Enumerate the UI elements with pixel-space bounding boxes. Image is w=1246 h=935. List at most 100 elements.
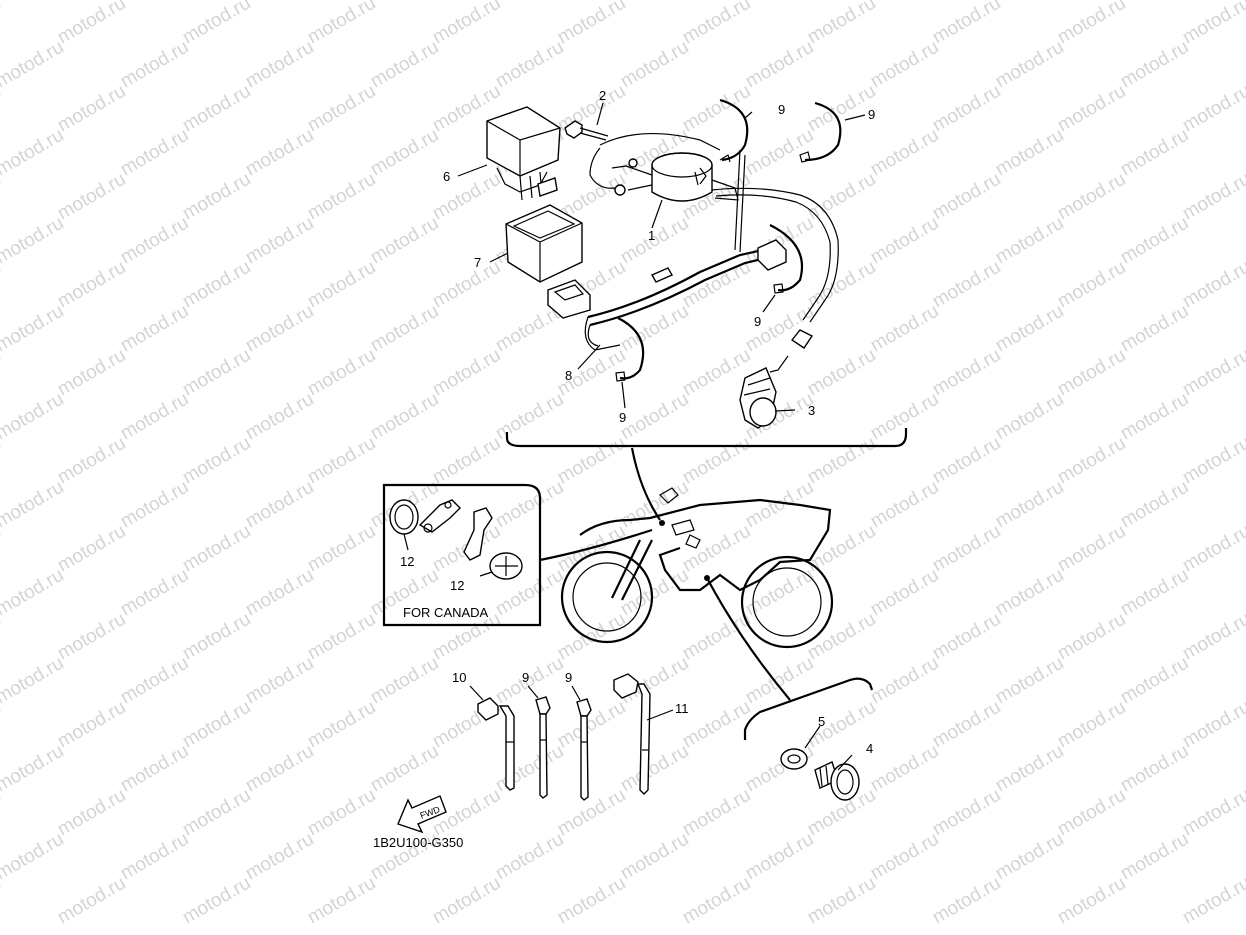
watermark-text: motod.ru	[929, 433, 1004, 489]
watermark-text: motod.ru	[1054, 433, 1129, 489]
watermark-text: motod.ru	[54, 81, 129, 137]
callout-3: 3	[808, 403, 815, 418]
clamp-band	[719, 98, 749, 162]
watermark-text: motod.ru	[867, 829, 942, 885]
watermark-text: motod.ru	[0, 0, 67, 4]
watermark-text: motod.ru	[1117, 829, 1192, 885]
watermark-text: motod.ru	[1054, 345, 1129, 401]
watermark-text: motod.ru	[1117, 301, 1192, 357]
watermark-text: motod.ru	[54, 433, 129, 489]
watermark-text: motod.ru	[554, 609, 629, 665]
watermark-text: motod.ru	[867, 125, 942, 181]
watermark-text: motod.ru	[304, 169, 379, 225]
watermark-text: motod.ru	[304, 785, 379, 841]
coil-wire	[599, 132, 721, 151]
watermark-text: motod.ru	[929, 873, 1004, 929]
callout-10: 10	[452, 670, 466, 685]
watermark-text: motod.ru	[242, 741, 317, 797]
watermark-text: motod.ru	[1117, 0, 1192, 4]
watermark-text: motod.ru	[929, 345, 1004, 401]
watermark-text: motod.ru	[929, 697, 1004, 753]
watermark-text: motod.ru	[304, 521, 379, 577]
watermark-text: motod.ru	[1054, 873, 1129, 929]
inset-label: FOR CANADA	[403, 605, 489, 620]
callout-9e: 9	[522, 670, 529, 685]
callout-6: 6	[443, 169, 450, 184]
watermark-text: motod.ru	[867, 565, 942, 621]
callout-5: 5	[818, 714, 825, 729]
watermark-text: motod.ru	[117, 213, 192, 269]
watermark-text: motod.ru	[304, 609, 379, 665]
cable-tie-9a	[535, 696, 551, 799]
watermark-text: motod.ru	[992, 0, 1067, 4]
watermark-text: motod.ru	[1179, 609, 1246, 665]
frame-bolt	[814, 761, 860, 801]
watermark-text: motod.ru	[867, 653, 942, 709]
watermark-text: motod.ru	[867, 37, 942, 93]
watermark-text: motod.ru	[617, 829, 692, 885]
watermark-text: motod.ru	[929, 81, 1004, 137]
watermark-text: motod.ru	[1117, 37, 1192, 93]
watermark-text: motod.ru	[929, 521, 1004, 577]
bolt	[564, 120, 609, 141]
watermark-text: motod.ru	[679, 873, 754, 929]
watermark-text: motod.ru	[679, 697, 754, 753]
watermark-text: motod.ru	[117, 477, 192, 533]
watermark-text: motod.ru	[1054, 169, 1129, 225]
watermark-text: motod.ru	[179, 433, 254, 489]
watermark-text: motod.ru	[429, 873, 504, 929]
watermark-text: motod.ru	[54, 697, 129, 753]
watermark-text: motod.ru	[54, 873, 129, 929]
watermark-text: motod.ru	[492, 389, 567, 445]
wire-harness	[547, 149, 787, 351]
watermark-text: motod.ru	[0, 125, 67, 181]
watermark-text: motod.ru	[179, 257, 254, 313]
watermark-text: motod.ru	[304, 81, 379, 137]
watermark-text: motod.ru	[492, 37, 567, 93]
callout-4: 4	[866, 741, 873, 756]
watermark-text: motod.ru	[179, 873, 254, 929]
callout-9d: 9	[619, 410, 626, 425]
watermark-text: motod.ru	[992, 829, 1067, 885]
watermark-text: motod.ru	[929, 609, 1004, 665]
watermark-text: motod.ru	[867, 301, 942, 357]
watermark-text: motod.ru	[429, 433, 504, 489]
watermark-text: motod.ru	[117, 565, 192, 621]
watermark-text: motod.ru	[242, 0, 317, 4]
watermark-text: motod.ru	[0, 741, 67, 797]
watermark-text: motod.ru	[0, 213, 67, 269]
watermark-text: motod.ru	[367, 37, 442, 93]
watermark-text: motod.ru	[804, 169, 879, 225]
watermark-text: motod.ru	[867, 389, 942, 445]
watermark-text: motod.ru	[554, 433, 629, 489]
callout-9a: 9	[778, 102, 785, 117]
watermark-text: motod.ru	[242, 829, 317, 885]
watermark-text: motod.ru	[867, 213, 942, 269]
watermark-text: motod.ru	[617, 37, 692, 93]
cable-tie-10	[477, 697, 515, 791]
callout-12a: 12	[400, 554, 414, 569]
watermark-text: motod.ru	[929, 785, 1004, 841]
watermark-text: motod.ru	[867, 477, 942, 533]
watermark-text: motod.ru	[117, 389, 192, 445]
watermark-text: motod.ru	[117, 0, 192, 4]
watermark-text: motod.ru	[0, 829, 67, 885]
watermark-text: motod.ru	[804, 257, 879, 313]
watermark-text: motod.ru	[179, 785, 254, 841]
watermark-text: motod.ru	[54, 169, 129, 225]
watermark-text: motod.ru	[992, 37, 1067, 93]
watermark-text: motod.ru	[54, 785, 129, 841]
watermark-text: motod.ru	[54, 0, 129, 48]
leader-lines	[457, 102, 866, 771]
watermark-text: motod.ru	[742, 37, 817, 93]
watermark-text: motod.ru	[179, 169, 254, 225]
watermark-text: motod.ru	[617, 477, 692, 533]
watermark-text: motod.ru	[179, 0, 254, 48]
watermark-text: motod.ru	[179, 521, 254, 577]
watermark-text: motod.ru	[117, 125, 192, 181]
watermark-text: motod.ru	[54, 345, 129, 401]
part-code: 1B2U100-G350	[373, 835, 463, 850]
callout-12b: 12	[450, 578, 464, 593]
watermark-text: motod.ru	[929, 169, 1004, 225]
